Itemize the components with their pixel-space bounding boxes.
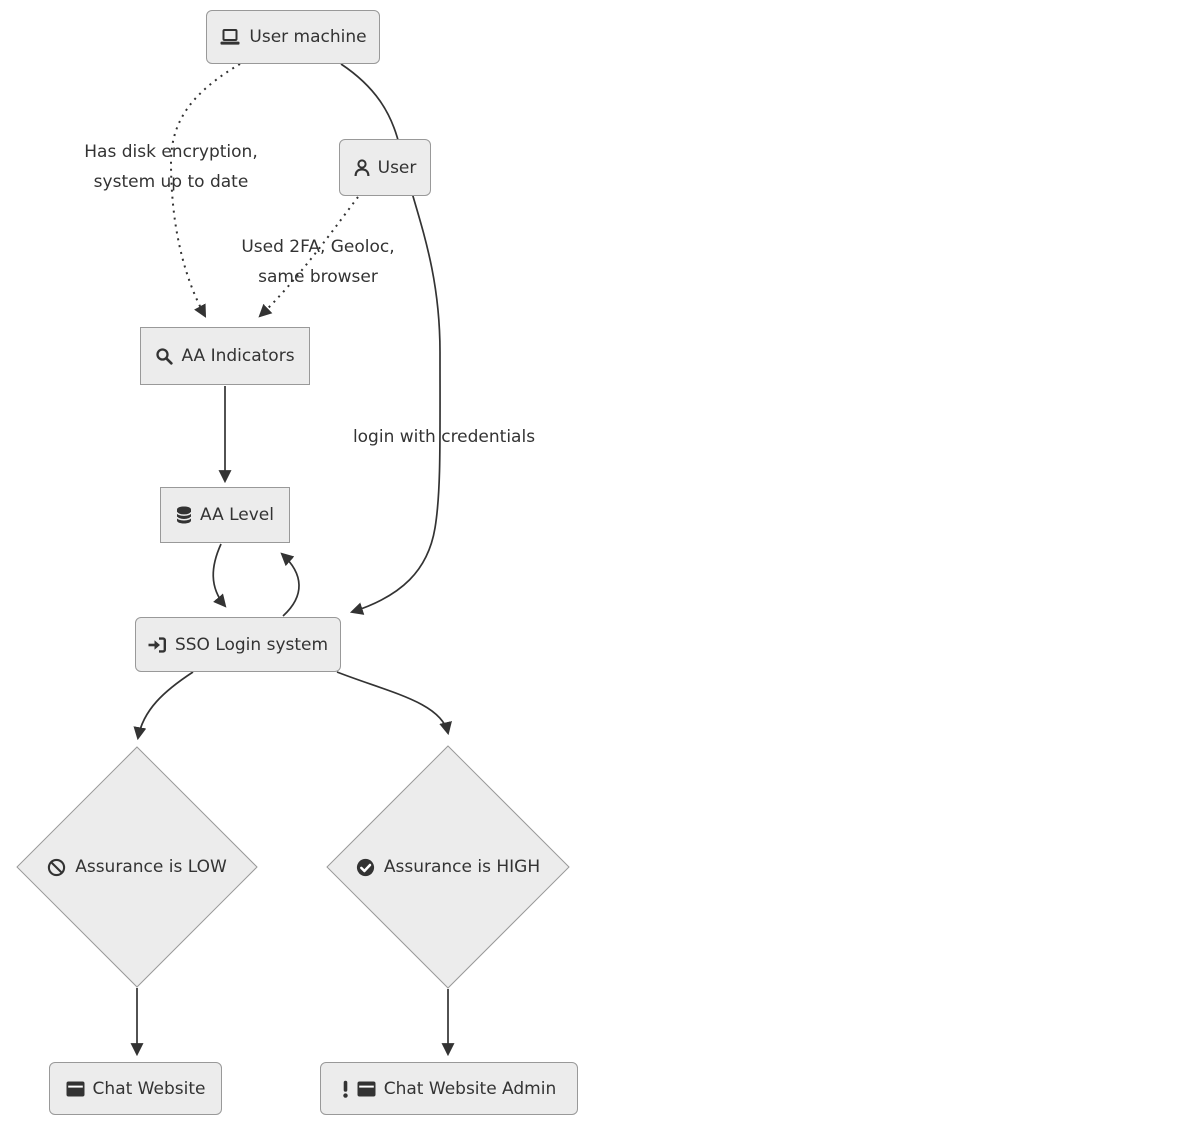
node-label: Assurance is HIGH [383,857,541,877]
edge-label-2fa-geoloc: Used 2FA, Geoloc, same browser [241,237,395,287]
user-icon [354,158,370,176]
ban-icon [48,858,66,876]
edge-sso-login-to-aa-level [280,552,300,617]
browser-window-icon [66,1081,85,1096]
edge-sso-login-to-assurance-low [133,671,194,741]
node-aa-level: AA Level [160,487,290,543]
node-user: User [339,139,431,196]
node-label: AA Level [199,505,274,525]
database-icon [176,506,192,524]
check-circle-icon [356,858,374,876]
sign-in-icon [148,636,166,653]
edge-label-login-with-credentials: login with credentials [347,422,541,452]
node-aa-indicators: AA Indicators [140,327,310,385]
node-user-machine: User machine [206,10,380,64]
node-label: User machine [249,27,367,47]
edge-user-to-aa-indicators [258,196,359,318]
node-label: Chat Website [92,1078,206,1099]
edge-sso-login-to-assurance-high [336,671,452,736]
node-label: SSO Login system [174,634,329,655]
node-label: User [377,157,417,178]
node-assurance-low: Assurance is LOW [27,847,247,887]
edge-user-machine-to-sso-login [340,63,441,615]
node-chat-website-admin: Chat Website Admin [320,1062,578,1115]
node-label: Chat Website Admin [383,1078,557,1099]
laptop-icon [220,29,240,45]
node-sso-login-system: SSO Login system [135,617,341,672]
node-assurance-high: Assurance is HIGH [338,847,558,887]
browser-window-icon [357,1081,376,1096]
search-icon [156,348,174,365]
assurance-high-diamond-shape [326,745,570,989]
node-chat-website: Chat Website [49,1062,222,1115]
node-label: Assurance is LOW [75,857,227,877]
assurance-low-diamond-shape [16,746,258,988]
edge-label-disk-encryption: Has disk encryption, system up to date [84,142,258,192]
node-label: AA Indicators [181,346,295,366]
edge-user-machine-to-aa-indicators [169,63,241,318]
exclamation-icon [343,1080,348,1098]
edge-aa-level-to-sso-login [212,543,227,608]
